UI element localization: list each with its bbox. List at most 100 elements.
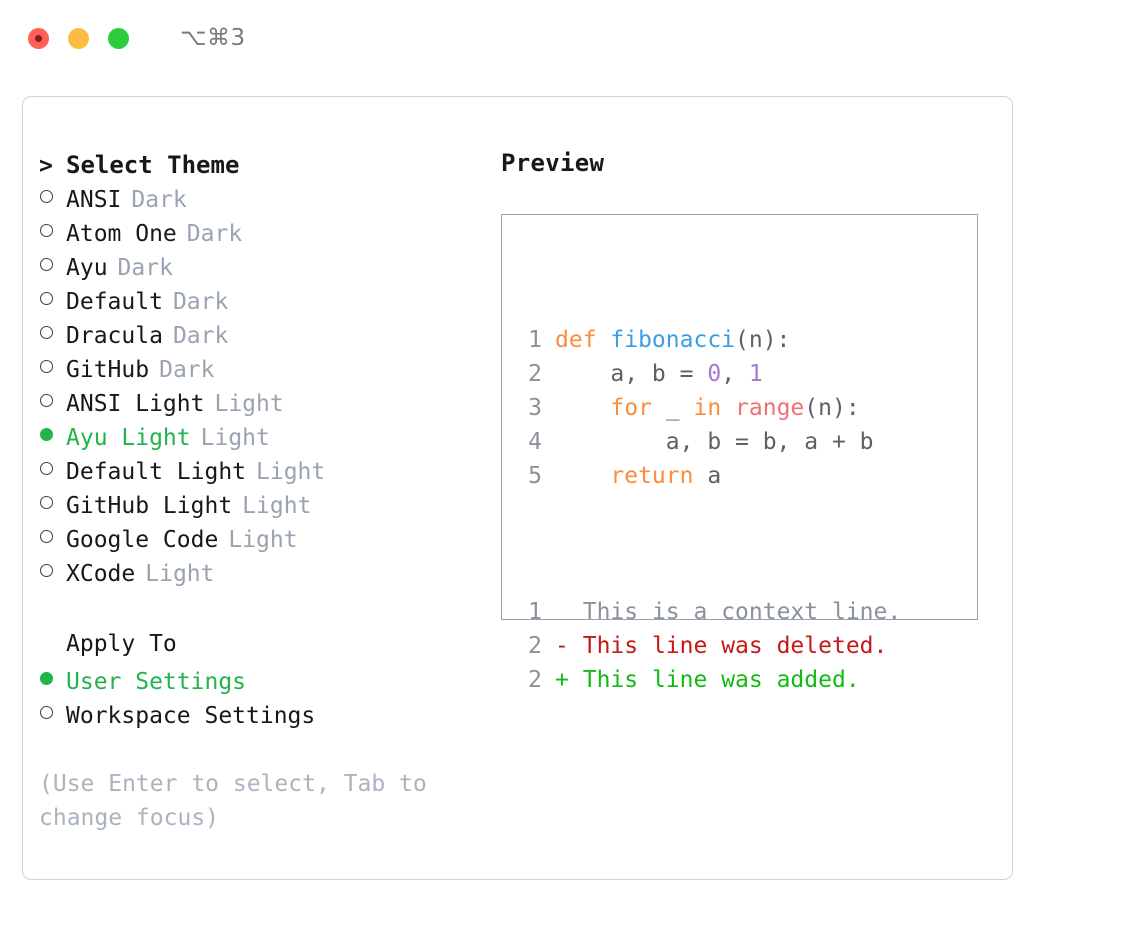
radio-dot: [40, 258, 53, 271]
radio-dot: [40, 462, 53, 475]
theme-list-item[interactable]: ANSI Light Light: [39, 387, 509, 421]
theme-name-label: Default: [66, 289, 163, 315]
code-token: [555, 463, 610, 489]
theme-kind-label: Light: [228, 527, 298, 553]
radio-unselected-icon[interactable]: [39, 455, 66, 489]
theme-name-label: Google Code: [66, 527, 219, 553]
diff-text: This is a context line.: [582, 599, 902, 625]
preview-title: Preview: [501, 149, 605, 177]
diff-gap: [569, 633, 583, 659]
radio-dot: [40, 496, 53, 509]
diff-line: 2- This line was deleted.: [516, 629, 901, 663]
code-token: (n):: [804, 395, 860, 421]
radio-unselected-icon[interactable]: [39, 183, 66, 217]
theme-name-label: Dracula: [66, 323, 163, 349]
theme-kind-label: Light: [214, 391, 284, 417]
code-line: 4 a, b = b, a + b: [516, 425, 901, 459]
radio-unselected-icon[interactable]: [39, 557, 66, 591]
maximize-window-button[interactable]: [108, 27, 129, 49]
theme-name-label: Ayu: [66, 255, 108, 281]
code-token: return: [610, 463, 694, 489]
theme-list-item[interactable]: Google Code Light: [39, 523, 509, 557]
theme-name-label: ANSI Light: [66, 391, 205, 417]
radio-unselected-icon[interactable]: [39, 489, 66, 523]
select-theme-header: > Select Theme: [39, 149, 509, 183]
apply-to-label: Apply To: [66, 631, 177, 657]
line-number: 3: [528, 395, 542, 421]
radio-unselected-icon[interactable]: [39, 217, 66, 251]
select-theme-title: Select Theme: [66, 151, 240, 179]
code-token: 0: [707, 361, 722, 387]
radio-dot: [40, 224, 53, 237]
radio-unselected-icon[interactable]: [39, 285, 66, 319]
section-spacer: [39, 591, 509, 631]
apply-to-item[interactable]: Workspace Settings: [39, 699, 509, 733]
line-number: 2: [528, 633, 542, 659]
line-number: 1: [528, 599, 542, 625]
close-window-button[interactable]: [28, 27, 49, 49]
code-line: 2 a, b = 0, 1: [516, 357, 901, 391]
theme-kind-label: Dark: [172, 289, 229, 315]
diff-gap: [569, 667, 583, 693]
radio-dot: [40, 706, 53, 719]
theme-name-label: Default Light: [66, 459, 247, 485]
diff-sample: 1 This is a context line.2- This line wa…: [516, 595, 901, 697]
theme-kind-label: Dark: [159, 357, 215, 383]
diff-line: 1 This is a context line.: [516, 595, 901, 629]
code-token: _: [651, 395, 694, 421]
theme-kind-label: Dark: [172, 323, 229, 349]
theme-list-item[interactable]: Default Dark: [39, 285, 509, 319]
radio-unselected-icon[interactable]: [39, 699, 66, 733]
theme-kind-label: Light: [242, 493, 312, 519]
code-token: [721, 395, 735, 421]
radio-unselected-icon[interactable]: [39, 353, 66, 387]
code-token: a: [693, 463, 722, 489]
radio-dot: [40, 326, 53, 339]
diff-sign: -: [555, 633, 569, 659]
theme-name-label: XCode: [66, 561, 136, 587]
theme-list-item[interactable]: Dracula Dark: [39, 319, 509, 353]
diff-line: 2+ This line was added.: [516, 663, 901, 697]
code-token: 1: [748, 361, 763, 387]
minimize-window-button[interactable]: [68, 27, 89, 49]
keyboard-hint-text: (Use Enter to select, Tab to change focu…: [39, 771, 427, 831]
code-token: fibonacci: [610, 327, 736, 353]
radio-dot: [40, 394, 53, 407]
radio-unselected-icon[interactable]: [39, 251, 66, 285]
theme-name-label: Ayu Light: [66, 425, 191, 451]
radio-unselected-icon[interactable]: [39, 387, 66, 421]
code-token: a, b = b, a + b: [555, 429, 874, 455]
theme-list-item[interactable]: GitHub Light Light: [39, 489, 509, 523]
radio-selected-icon[interactable]: [39, 665, 66, 699]
apply-to-item[interactable]: User Settings: [39, 665, 509, 699]
theme-name-label: ANSI: [66, 187, 122, 213]
title-bar: ⌥⌘3: [0, 0, 1140, 76]
theme-kind-label: Light: [145, 561, 215, 587]
line-number: 2: [528, 361, 542, 387]
radio-dot: [40, 564, 53, 577]
radio-unselected-icon[interactable]: [39, 319, 66, 353]
code-line: 3 for _ in range(n):: [516, 391, 901, 425]
theme-name-label: GitHub Light: [66, 493, 233, 519]
code-token: def: [555, 327, 611, 353]
radio-dot: [40, 190, 53, 203]
code-token: (n):: [735, 327, 791, 353]
radio-selected-icon[interactable]: [39, 421, 66, 455]
code-token: in: [693, 395, 722, 421]
theme-list-item[interactable]: XCode Light: [39, 557, 509, 591]
code-token: ,: [721, 361, 749, 387]
radio-unselected-icon[interactable]: [39, 523, 66, 557]
